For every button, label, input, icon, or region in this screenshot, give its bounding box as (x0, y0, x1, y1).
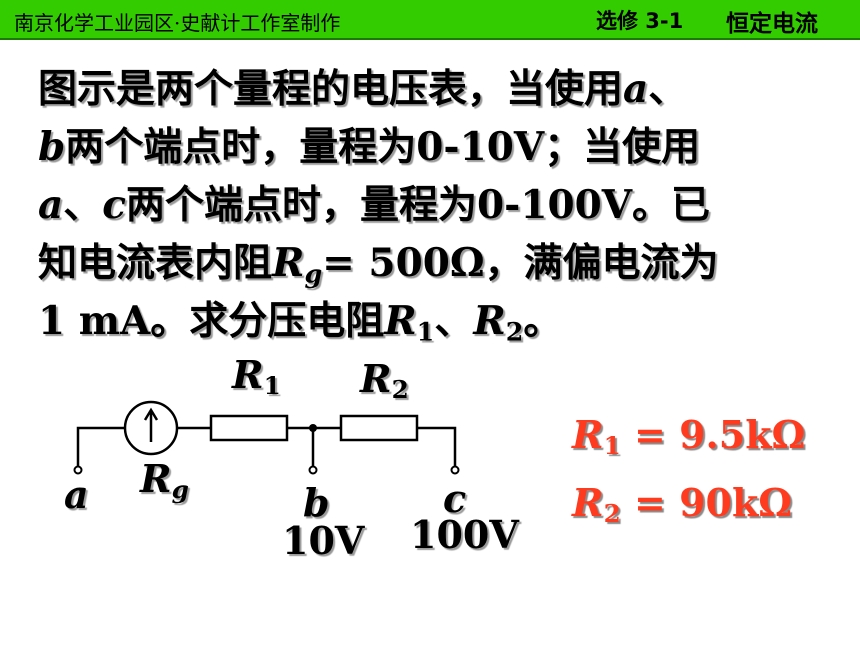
terminal-c-dot (450, 465, 460, 475)
header-bar: 南京化学工业园区·史献计工作室制作 选修 3-1 恒定电流 (0, 0, 860, 40)
problem-line-4: 知电流表内阻Rg= 500Ω，满偏电流为 (38, 240, 719, 289)
header-studio: 南京化学工业园区·史献计工作室制作 (14, 11, 341, 35)
terminal-a-dot (73, 465, 83, 475)
wire-c (417, 426, 457, 470)
answer-r1: R1 = 9.5kΩ (572, 412, 806, 461)
resistor-r2 (339, 414, 419, 442)
galvanometer-arrow-icon (143, 407, 159, 442)
resistor-r1 (209, 414, 289, 442)
header-course: 选修 3-1 (596, 9, 684, 33)
answer-r2: R2 = 90kΩ (572, 480, 793, 529)
junction-dot (309, 424, 317, 432)
label-rg: Rg (140, 456, 189, 505)
problem-text: 图示是两个量程的电压表，当使用a、 b两个端点时，量程为0-10V；当使用 a、… (38, 60, 828, 350)
problem-line-3: a、c两个端点时，量程为0-100V。已 (38, 182, 711, 228)
label-r2: R2 (360, 356, 409, 405)
problem-line-2: b两个端点时，量程为0-10V；当使用 (38, 124, 701, 170)
label-terminal-a: a (64, 472, 89, 517)
label-terminal-b: b (303, 480, 330, 525)
header-topic: 恒定电流 (726, 11, 818, 37)
terminal-b-dot (308, 465, 318, 475)
problem-line-5: 1 mA。求分压电阻R1、R2。 (38, 298, 563, 347)
problem-line-1: 图示是两个量程的电压表，当使用a、 (38, 66, 688, 112)
wire-a (76, 426, 124, 470)
label-range-10v: 10V (282, 518, 365, 563)
label-range-100v: 100V (410, 512, 519, 557)
label-r1: R1 (232, 352, 281, 401)
label-terminal-c: c (443, 476, 467, 521)
